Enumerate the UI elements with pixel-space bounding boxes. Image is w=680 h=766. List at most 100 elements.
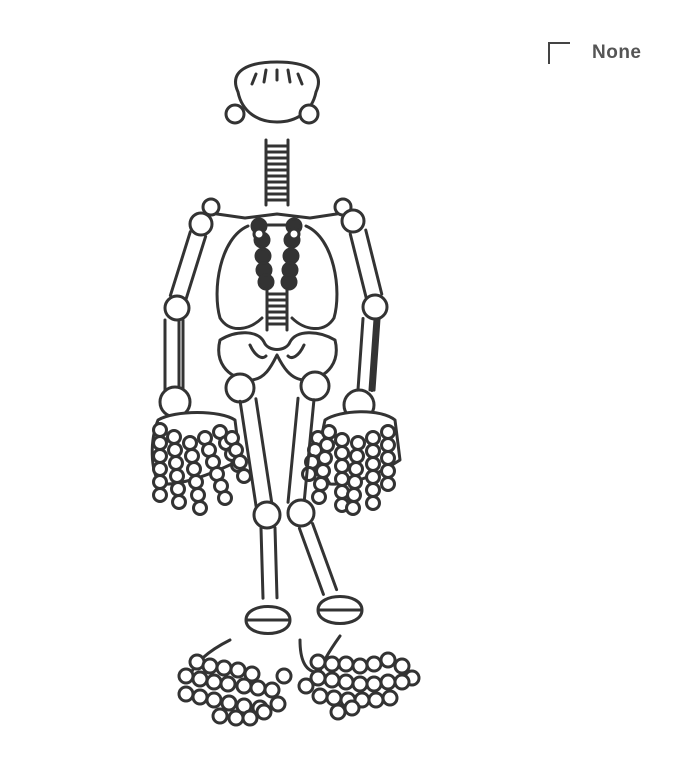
finger-bone-left xyxy=(234,456,247,469)
finger-bone-left xyxy=(186,450,199,463)
toe-bone-right xyxy=(325,673,339,687)
finger-bone-right xyxy=(382,452,395,465)
finger-bone-left xyxy=(172,483,185,496)
finger-bone-right xyxy=(382,426,395,439)
toe-bone-right xyxy=(367,657,381,671)
toe-bone-right xyxy=(367,677,381,691)
elbow-right xyxy=(363,295,387,319)
toe-bone-left xyxy=(207,675,221,689)
finger-bone-right xyxy=(317,465,330,478)
rib-joint xyxy=(256,249,270,263)
finger-bone-right xyxy=(336,460,349,473)
finger-bone-left xyxy=(154,489,167,502)
finger-bone-left xyxy=(168,431,181,444)
toe-bone-right xyxy=(383,691,397,705)
jaw-joint-right xyxy=(300,105,318,123)
toe-bone-left xyxy=(271,697,285,711)
finger-bone-left xyxy=(238,470,251,483)
finger-bone-right xyxy=(313,491,326,504)
finger-bone-left xyxy=(154,437,167,450)
rib-joint xyxy=(284,249,298,263)
finger-bone-right xyxy=(303,468,316,481)
hip-right xyxy=(301,372,329,400)
toe-bone-right xyxy=(369,693,383,707)
finger-bone-left xyxy=(154,463,167,476)
toe-bone-right xyxy=(313,689,327,703)
finger-bone-left xyxy=(169,444,182,457)
shin-left xyxy=(261,528,277,598)
finger-bone-right xyxy=(367,432,380,445)
knee-right xyxy=(288,500,314,526)
toe-bone-left xyxy=(221,677,235,691)
finger-bone-left xyxy=(192,489,205,502)
finger-bone-right xyxy=(382,478,395,491)
finger-bone-right xyxy=(351,450,364,463)
forearm-left-b xyxy=(179,320,183,392)
toe-bone-right xyxy=(395,675,409,689)
finger-bone-right xyxy=(319,452,332,465)
finger-bone-right xyxy=(350,463,363,476)
hip-left xyxy=(226,374,254,402)
toe-bone-right xyxy=(381,675,395,689)
toe-bone-left xyxy=(265,683,279,697)
clavicles xyxy=(210,213,343,218)
toe-bone-left xyxy=(257,705,271,719)
finger-bone-left xyxy=(171,470,184,483)
finger-bone-left xyxy=(184,437,197,450)
toe-bone-left xyxy=(217,661,231,675)
finger-bone-right xyxy=(315,478,328,491)
shoulder-ball-left xyxy=(190,213,212,235)
toe-bone-left xyxy=(237,679,251,693)
finger-bone-left xyxy=(190,476,203,489)
finger-bone-right xyxy=(323,426,336,439)
finger-bone-right xyxy=(367,497,380,510)
rib-joint xyxy=(289,229,299,239)
finger-bone-right xyxy=(347,502,360,515)
finger-bone-right xyxy=(367,445,380,458)
toe-bone-left xyxy=(213,709,227,723)
finger-bone-right xyxy=(367,484,380,497)
toe-bone-right xyxy=(299,679,313,693)
finger-bone-left xyxy=(154,450,167,463)
toe-bone-right xyxy=(353,659,367,673)
forearm-left-a xyxy=(165,320,179,392)
toe-bone-right xyxy=(381,653,395,667)
finger-bone-left xyxy=(194,502,207,515)
toe-bone-left xyxy=(231,663,245,677)
knee-left xyxy=(254,502,280,528)
finger-bone-left xyxy=(154,424,167,437)
humerus-right xyxy=(350,230,382,298)
toe-bone-right xyxy=(353,677,367,691)
finger-bone-left xyxy=(154,476,167,489)
toe-bone-left xyxy=(207,693,221,707)
toe-bone-right xyxy=(339,657,353,671)
finger-bone-left xyxy=(219,492,232,505)
rib-joint xyxy=(254,229,264,239)
jaw-joint-left xyxy=(226,105,244,123)
femur-right xyxy=(288,398,314,504)
toe-bone-left xyxy=(179,687,193,701)
toe-bone-left xyxy=(251,681,265,695)
finger-bone-left xyxy=(173,496,186,509)
finger-bone-right xyxy=(382,465,395,478)
ankle-right xyxy=(318,597,362,624)
finger-bone-right xyxy=(336,447,349,460)
toe-bone-right xyxy=(331,705,345,719)
toe-bone-right xyxy=(339,675,353,689)
toe-bone-left xyxy=(243,711,257,725)
finger-bone-left xyxy=(170,457,183,470)
toe-bone-right xyxy=(395,659,409,673)
finger-bone-left xyxy=(188,463,201,476)
finger-bone-right xyxy=(352,437,365,450)
toe-bone-left xyxy=(179,669,193,683)
toe-bone-left xyxy=(229,711,243,725)
finger-bone-right xyxy=(367,471,380,484)
toe-bone-left xyxy=(203,659,217,673)
toe-bone-left xyxy=(222,696,236,710)
toe-bone-right xyxy=(325,657,339,671)
finger-bone-right xyxy=(367,458,380,471)
humerus-left xyxy=(170,232,205,301)
toe-bone-left xyxy=(193,672,207,686)
toe-bone-left xyxy=(193,690,207,704)
